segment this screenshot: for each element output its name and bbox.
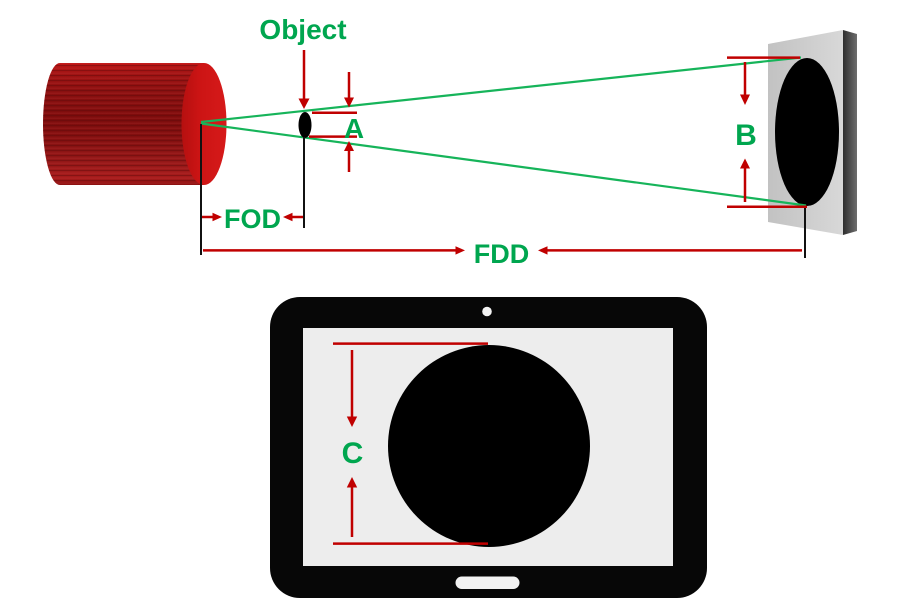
fdd-label: FDD bbox=[474, 239, 530, 269]
tablet-home-button bbox=[455, 576, 520, 589]
fdd-right-arrowhead-icon bbox=[538, 246, 548, 255]
cylinder-body-texture bbox=[43, 63, 204, 185]
dim-b-label: B bbox=[735, 119, 757, 152]
ray-upper bbox=[200, 56, 802, 124]
object-callout: Object bbox=[259, 14, 347, 109]
dimension-fdd: FDD bbox=[203, 239, 802, 269]
extension-lines bbox=[200, 124, 806, 258]
beam-rays bbox=[200, 56, 807, 207]
dimension-a: A bbox=[309, 72, 364, 172]
fod-right-arrowhead-icon bbox=[283, 212, 293, 222]
fod-left-arrowhead-icon bbox=[212, 212, 222, 222]
dim-a-label: A bbox=[344, 113, 364, 144]
fod-label: FOD bbox=[224, 204, 281, 234]
dim-c-label: C bbox=[342, 437, 364, 470]
dimension-fod: FOD bbox=[202, 204, 303, 234]
detector-side-face bbox=[843, 30, 857, 235]
xray-tube-cylinder bbox=[43, 63, 227, 185]
detector-panel bbox=[768, 30, 857, 235]
tablet-display: C bbox=[270, 297, 707, 598]
dim-a-top-arrowhead-icon bbox=[344, 97, 354, 108]
dim-b-bottom-arrowhead-icon bbox=[740, 158, 750, 169]
dim-c-top-arrowhead-icon bbox=[346, 416, 358, 427]
tablet-camera-icon bbox=[482, 306, 492, 317]
dim-a-bottom-arrowhead-icon bbox=[344, 141, 354, 151]
dimension-b: B bbox=[727, 56, 807, 209]
dimension-c: C bbox=[333, 342, 488, 545]
dim-c-bottom-arrowhead-icon bbox=[346, 477, 358, 488]
object-label: Object bbox=[259, 14, 346, 45]
object-pointer-arrowhead-icon bbox=[298, 98, 310, 109]
object-ellipse bbox=[298, 112, 312, 138]
screen-image-circle bbox=[388, 345, 590, 547]
fdd-left-arrowhead-icon bbox=[455, 246, 465, 255]
detector-image-ellipse bbox=[775, 58, 839, 206]
dim-b-top-arrowhead-icon bbox=[740, 94, 750, 105]
ray-lower bbox=[200, 122, 807, 207]
